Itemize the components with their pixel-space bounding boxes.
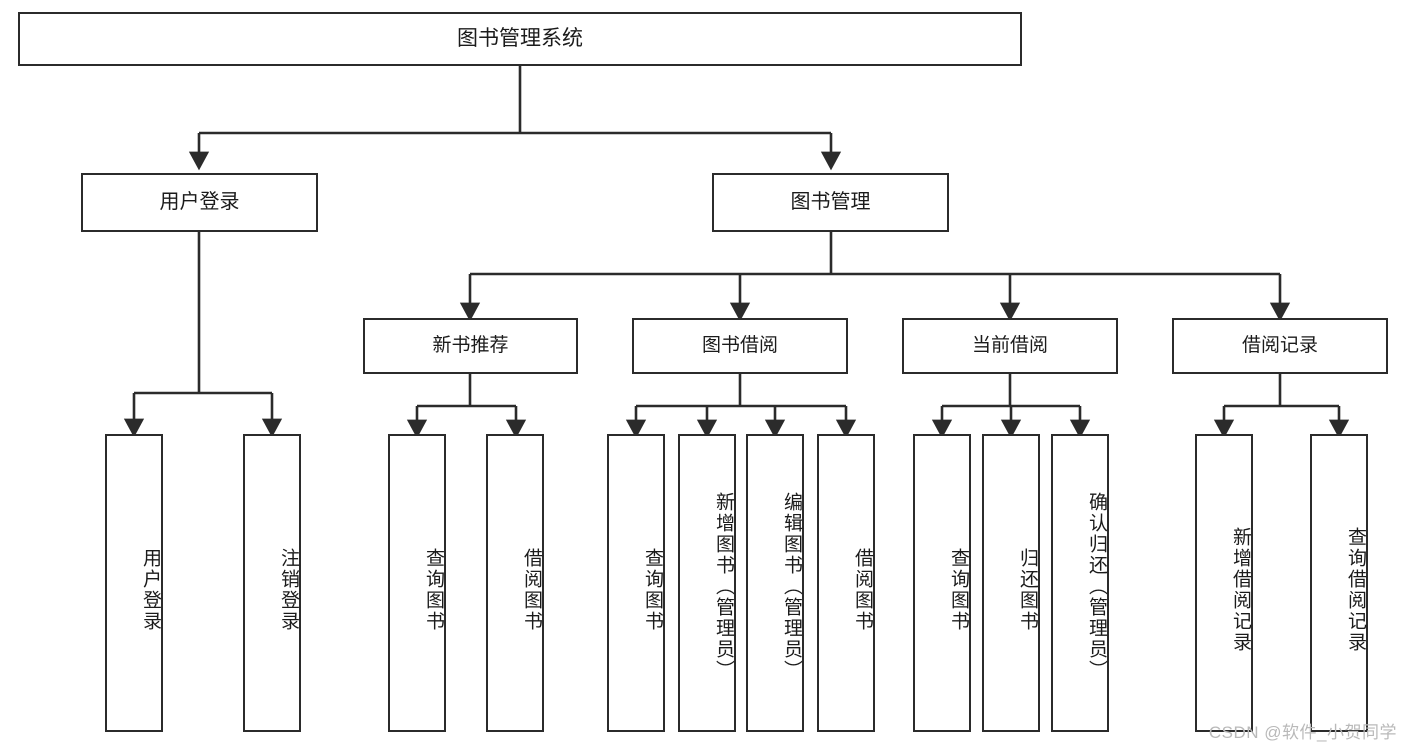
node-label: 用户登录: [159, 190, 240, 213]
leaf-user-login-signout[interactable]: 注销登录: [243, 434, 301, 732]
node-label: 借阅图书: [521, 548, 542, 632]
leaf-record-add-record[interactable]: 新增借阅记录: [1195, 434, 1253, 732]
node-label: 查询图书: [642, 548, 663, 632]
leaf-recommend-query-book[interactable]: 查询图书: [388, 434, 446, 732]
node-label: 查询图书: [423, 548, 444, 632]
node-label: 编辑图书（管理员）: [781, 491, 802, 681]
node-label: 新增借阅记录: [1230, 527, 1251, 653]
node-root-system[interactable]: 图书管理系统: [18, 12, 1022, 66]
node-label: 借阅记录: [1241, 334, 1318, 356]
node-label: 图书管理系统: [457, 26, 583, 50]
node-label: 查询借阅记录: [1345, 527, 1366, 653]
watermark-text: CSDN @软件_小贺同学: [1208, 723, 1397, 742]
node-label: 用户登录: [140, 548, 161, 632]
node-current-borrow[interactable]: 当前借阅: [902, 318, 1118, 374]
node-borrow-record[interactable]: 借阅记录: [1172, 318, 1388, 374]
node-label: 归还图书: [1017, 548, 1038, 632]
leaf-recommend-borrow-book[interactable]: 借阅图书: [486, 434, 544, 732]
leaf-borrow-edit-book-admin[interactable]: 编辑图书（管理员）: [746, 434, 804, 732]
node-label: 图书借阅: [701, 334, 778, 356]
node-label: 查询图书: [948, 548, 969, 632]
node-book-management[interactable]: 图书管理: [712, 173, 949, 232]
leaf-user-login-signin[interactable]: 用户登录: [105, 434, 163, 732]
leaf-current-confirm-return-admin[interactable]: 确认归还（管理员）: [1051, 434, 1109, 732]
leaf-borrow-borrow-book[interactable]: 借阅图书: [817, 434, 875, 732]
node-label: 当前借阅: [971, 334, 1048, 356]
leaf-current-return-book[interactable]: 归还图书: [982, 434, 1040, 732]
node-label: 借阅图书: [852, 548, 873, 632]
leaf-current-query-book[interactable]: 查询图书: [913, 434, 971, 732]
node-book-borrow[interactable]: 图书借阅: [632, 318, 848, 374]
node-new-book-recommend[interactable]: 新书推荐: [363, 318, 578, 374]
node-label: 新增图书（管理员）: [713, 491, 734, 681]
leaf-borrow-add-book-admin[interactable]: 新增图书（管理员）: [678, 434, 736, 732]
leaf-borrow-query-book[interactable]: 查询图书: [607, 434, 665, 732]
leaf-record-query-record[interactable]: 查询借阅记录: [1310, 434, 1368, 732]
node-label: 注销登录: [278, 548, 299, 632]
node-label: 新书推荐: [432, 334, 509, 356]
node-label: 确认归还（管理员）: [1086, 491, 1107, 681]
node-user-login[interactable]: 用户登录: [81, 173, 318, 232]
node-label: 图书管理: [790, 190, 871, 213]
